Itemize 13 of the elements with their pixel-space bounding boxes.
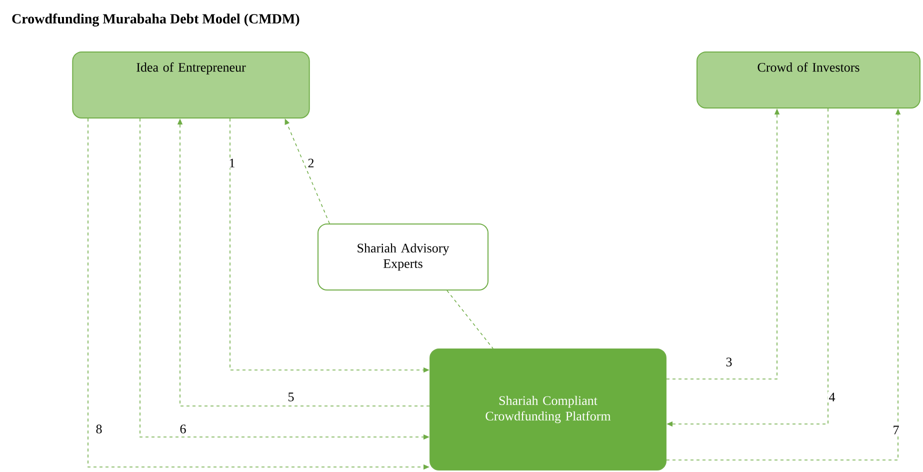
advisory-box: Shariah Advisory Experts [318, 224, 488, 290]
edge-label: 2 [306, 158, 316, 168]
edge-label: 6 [178, 424, 188, 434]
edge-label: 5 [286, 392, 296, 402]
investors-box: Crowd of Investors [696, 52, 920, 108]
edge-label: 1 [228, 158, 236, 168]
edge-label: 8 [94, 424, 104, 434]
entrepreneur-box: Idea of Entrepreneur [72, 52, 310, 118]
edge-label: 7 [892, 424, 900, 436]
edge-label: 3 [724, 356, 734, 368]
edge-label: 4 [828, 392, 836, 402]
platform-box: Shariah Compliant Crowdfunding Platform [430, 348, 666, 470]
title: Crowdfunding Murabaha Debt Model (CMDM) [12, 14, 300, 26]
